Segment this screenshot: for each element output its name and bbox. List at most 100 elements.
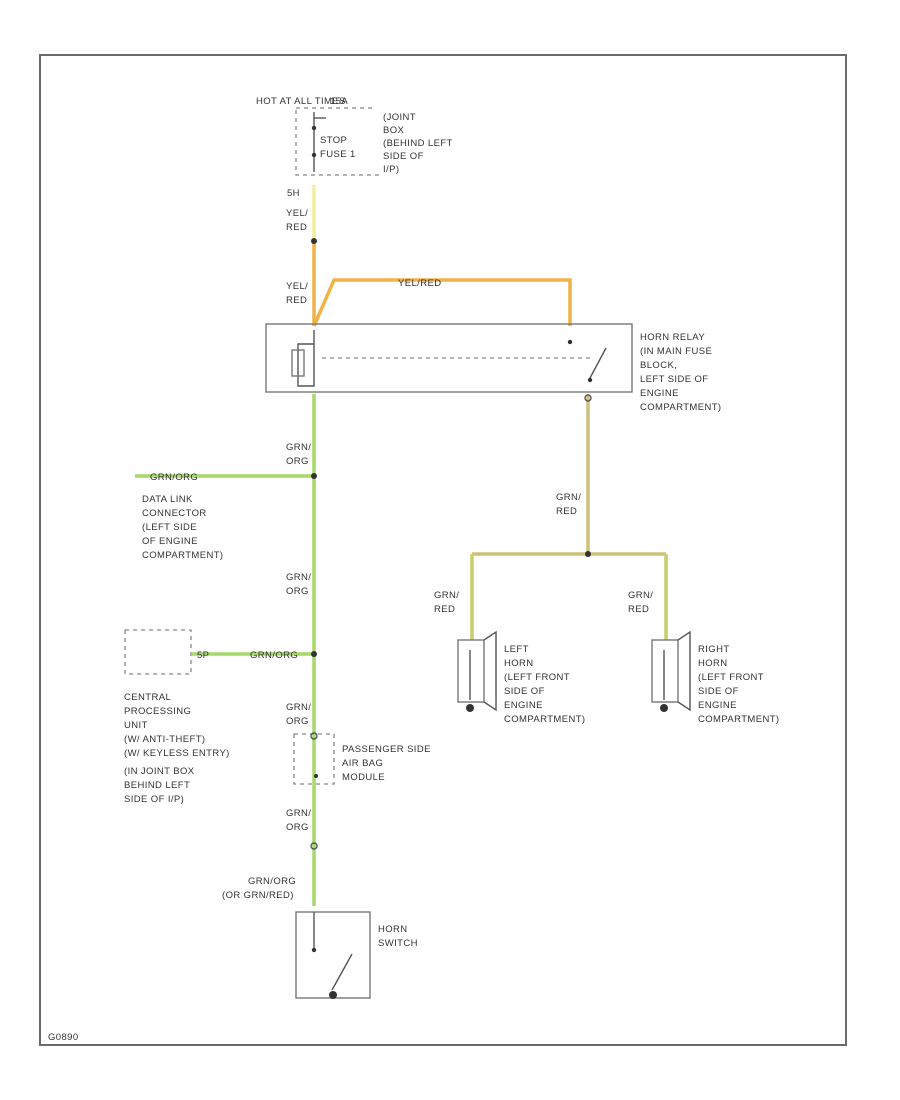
left-horn-bell xyxy=(483,630,497,712)
wire-label-grn-red-right-a: GRN/ xyxy=(628,590,653,601)
right-horn-ground xyxy=(660,704,668,712)
right-horn-body xyxy=(651,639,679,703)
cpu-label-line-3: UNIT xyxy=(124,720,148,731)
wire-label-grn-red-right-b: RED xyxy=(628,604,649,615)
relay-contact-bottom xyxy=(587,377,593,383)
relay-contact-top xyxy=(567,339,573,345)
horn-switch-label-line-2: SWITCH xyxy=(378,938,418,949)
horn-switch-ground xyxy=(329,991,337,999)
horn-switch-contact xyxy=(311,947,317,953)
data-link-label-line-2: CONNECTOR xyxy=(142,508,207,519)
cpu-dashed-box xyxy=(124,629,192,675)
relay-switch-blade xyxy=(589,347,607,379)
cpu-label-line-7: BEHIND LEFT xyxy=(124,780,190,791)
horn-relay: HORN RELAY (IN MAIN FUSE BLOCK, LEFT SID… xyxy=(265,323,722,413)
air-bag-dashed-box xyxy=(293,733,335,785)
wire-label-grn-org-1a: GRN/ xyxy=(286,442,311,453)
wire-label-grn-org-3b: ORG xyxy=(286,716,309,727)
air-bag-label-line-3: MODULE xyxy=(342,772,385,783)
splice-upper xyxy=(311,238,317,244)
wire-label-yel-red-1b: RED xyxy=(286,222,307,233)
cpu-label-line-5: (W/ KEYLESS ENTRY) xyxy=(124,748,230,759)
right-horn-label-line-1: RIGHT xyxy=(698,644,730,655)
wire-label-grn-red-left-b: RED xyxy=(434,604,455,615)
cpu-label-line-1: CENTRAL xyxy=(124,692,171,703)
cpu-label-line-2: PROCESSING xyxy=(124,706,191,717)
joint-box-dashed-outline xyxy=(295,110,382,176)
stop-label: STOP xyxy=(320,135,347,146)
left-horn-body xyxy=(457,639,485,703)
splice-horns xyxy=(585,551,591,557)
wire-label-grn-org-2a: GRN/ xyxy=(286,572,311,583)
right-horn-label-line-4: SIDE OF xyxy=(698,686,739,697)
relay-output-connector xyxy=(584,394,592,402)
hot-at-all-times-label: HOT AT ALL TIMES xyxy=(256,96,346,107)
wire-label-grn-org-4a: GRN/ xyxy=(286,808,311,819)
right-horn-label-line-3: (LEFT FRONT xyxy=(698,672,764,683)
air-bag-label-line-1: PASSENGER SIDE xyxy=(342,744,431,755)
left-horn-label-line-6: COMPARTMENT) xyxy=(504,714,586,725)
splice-data-link xyxy=(311,473,317,479)
horn-switch: HORN SWITCH xyxy=(295,911,418,999)
figure-id: G0890 xyxy=(48,1032,79,1043)
left-horn-label-line-3: (LEFT FRONT xyxy=(504,672,570,683)
relay-label-line-2: (IN MAIN FUSE xyxy=(640,346,712,357)
pin-5h-label: 5H xyxy=(287,188,300,199)
left-horn: LEFT HORN (LEFT FRONT SIDE OF ENGINE COM… xyxy=(457,630,586,725)
wire-label-yel-red-horizontal: YEL/RED xyxy=(398,278,441,289)
fuse-location-line-2: BOX xyxy=(383,125,405,136)
relay-label-line-6: COMPARTMENT) xyxy=(640,402,722,413)
data-link-label-line-3: (LEFT SIDE xyxy=(142,522,197,533)
wire-label-yel-red-1a: YEL/ xyxy=(286,208,308,219)
relay-coil-lead xyxy=(297,330,315,387)
fuse-location-line-4: SIDE OF xyxy=(383,151,424,162)
wire-label-grn-org-4b: ORG xyxy=(286,822,309,833)
wire-label-yel-red-2b: RED xyxy=(286,295,307,306)
pin-5p-label: 5P xyxy=(197,650,209,661)
relay-label-line-1: HORN RELAY xyxy=(640,332,705,343)
horn-relay-box xyxy=(265,323,633,393)
right-horn-bell xyxy=(677,630,691,712)
central-processing-unit: CENTRAL PROCESSING UNIT (W/ ANTI-THEFT) … xyxy=(124,629,230,805)
horn-switch-box xyxy=(295,911,371,999)
relay-coil xyxy=(291,349,305,377)
relay-label-line-5: ENGINE xyxy=(640,388,679,399)
fuse-location-line-3: (BEHIND LEFT xyxy=(383,138,453,149)
horn-switch-blade xyxy=(331,953,353,991)
wire-label-grn-org-1b: ORG xyxy=(286,456,309,467)
cpu-label-line-6: (IN JOINT BOX xyxy=(124,766,195,777)
wire-label-grn-org-alt-1: GRN/ORG xyxy=(248,876,296,887)
right-horn: RIGHT HORN (LEFT FRONT SIDE OF ENGINE CO… xyxy=(651,630,780,725)
right-horn-label-line-5: ENGINE xyxy=(698,700,737,711)
air-bag-contact xyxy=(314,774,318,778)
right-horn-label-line-6: COMPARTMENT) xyxy=(698,714,780,725)
fuse-terminal-top xyxy=(311,125,317,131)
data-link-label-line-1: DATA LINK xyxy=(142,494,193,505)
passenger-air-bag-module: PASSENGER SIDE AIR BAG MODULE xyxy=(293,732,431,785)
relay-label-line-3: BLOCK, xyxy=(640,360,677,371)
wire-label-grn-red-left-a: GRN/ xyxy=(434,590,459,601)
wire-label-grn-org-horizontal-1: GRN/ORG xyxy=(150,472,198,483)
wire-label-grn-red-1a: GRN/ xyxy=(556,492,581,503)
data-link-label-line-5: COMPARTMENT) xyxy=(142,550,224,561)
left-horn-label-line-4: SIDE OF xyxy=(504,686,545,697)
splice-cpu xyxy=(311,651,317,657)
fuse-number-label: FUSE 1 xyxy=(320,149,356,160)
wire-label-grn-org-2b: ORG xyxy=(286,586,309,597)
right-horn-label-line-2: HORN xyxy=(698,658,728,669)
cpu-label-line-8: SIDE OF I/P) xyxy=(124,794,184,805)
diagram-frame xyxy=(39,54,847,1046)
left-horn-label-line-5: ENGINE xyxy=(504,700,543,711)
horn-switch-label-line-1: HORN xyxy=(378,924,408,935)
wire-label-grn-org-3a: GRN/ xyxy=(286,702,311,713)
wire-label-yel-red-2a: YEL/ xyxy=(286,281,308,292)
relay-label-line-4: LEFT SIDE OF xyxy=(640,374,709,385)
fuse-terminal-bottom xyxy=(311,152,317,158)
wire-yel-red-horizontal xyxy=(312,278,572,327)
wire-label-grn-org-horizontal-2: GRN/ORG xyxy=(250,650,298,661)
wire-label-grn-org-alt-2: (OR GRN/RED) xyxy=(222,890,294,901)
left-horn-label-line-2: HORN xyxy=(504,658,534,669)
fuse-amps-label: 15A xyxy=(330,96,348,107)
switch-wire-connector xyxy=(310,842,318,850)
